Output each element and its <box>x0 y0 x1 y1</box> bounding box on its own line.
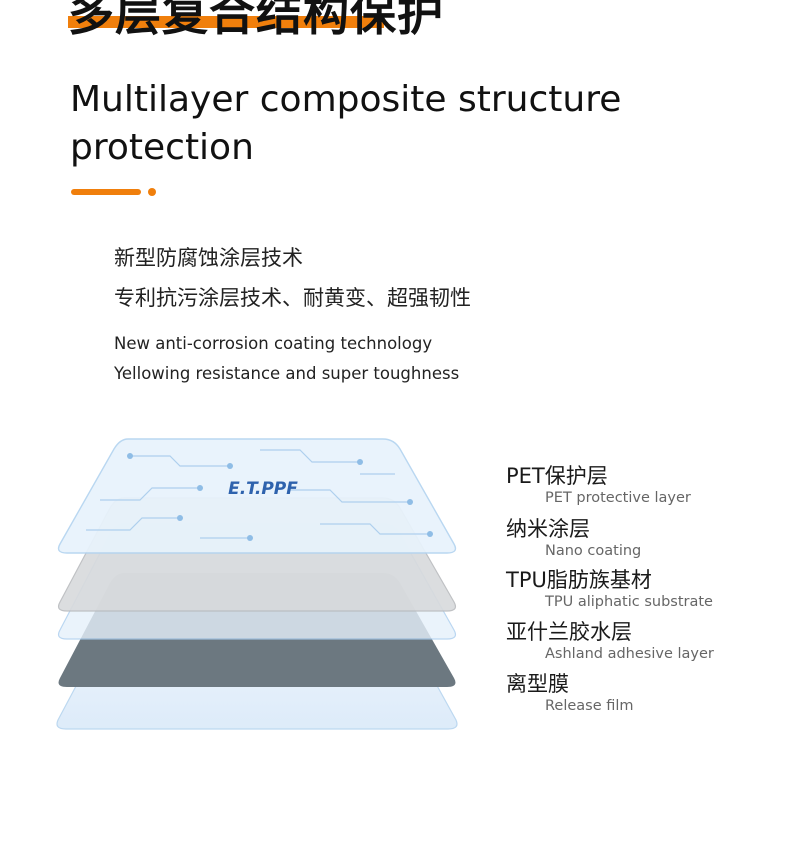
accent-dot <box>148 188 156 196</box>
legend-item-release: 离型膜 Release film <box>506 672 634 716</box>
legend-cn: TPU脂肪族基材 <box>506 568 652 592</box>
legend-en: Release film <box>545 698 634 714</box>
feature-cn-1: 新型防腐蚀涂层技术 <box>114 246 303 270</box>
circuit-nodes <box>127 453 433 541</box>
legend-en: Nano coating <box>545 543 642 559</box>
legend-item-tpu: TPU脂肪族基材 TPU aliphatic substrate <box>506 568 713 612</box>
accent-bar <box>71 189 141 195</box>
feature-en-2: Yellowing resistance and super toughness <box>114 364 460 383</box>
legend-cn: 离型膜 <box>506 672 569 696</box>
title-en: Multilayer composite structure protectio… <box>70 79 622 168</box>
feature-en-1: New anti-corrosion coating technology <box>114 334 433 353</box>
layer-stack-illustration: E.T.PPF <box>56 438 458 730</box>
title-cn-block: 多层复合结构保护 <box>68 0 444 42</box>
feature-cn-2: 专利抗污涂层技术、耐黄变、超强韧性 <box>114 286 471 310</box>
title-cn: 多层复合结构保护 <box>68 0 444 41</box>
legend-item-pet: PET保护层 PET protective layer <box>506 464 691 508</box>
legend-en: Ashland adhesive layer <box>545 646 714 662</box>
legend-cn: PET保护层 <box>506 464 608 488</box>
legend-item-nano: 纳米涂层 Nano coating <box>506 517 641 561</box>
legend-item-adhesive: 亚什兰胶水层 Ashland adhesive layer <box>506 620 714 664</box>
title-highlight-bar <box>68 16 384 28</box>
legend-en: TPU aliphatic substrate <box>545 594 713 610</box>
legend-cn: 亚什兰胶水层 <box>506 620 632 644</box>
brand-logo: E.T.PPF <box>228 479 298 499</box>
circuit-pattern <box>86 449 430 539</box>
legend-en: PET protective layer <box>545 490 691 506</box>
legend-cn: 纳米涂层 <box>506 517 590 541</box>
